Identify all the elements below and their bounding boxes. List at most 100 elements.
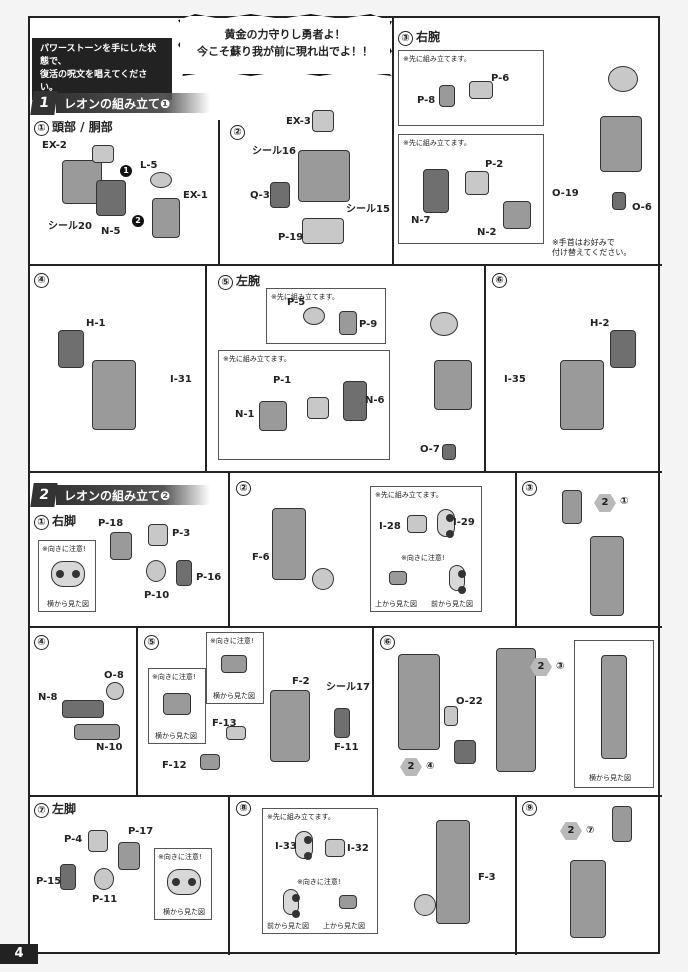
leg-cover-part (398, 654, 440, 750)
step-b5-heading: ⑤ (144, 634, 162, 650)
hand-part (442, 444, 456, 460)
part-label: P-15 (36, 876, 62, 887)
toe-part (62, 700, 104, 718)
ref-step: ④ (426, 761, 435, 772)
step-a6-heading: ⑥ (492, 272, 510, 288)
ref-step: ① (620, 496, 629, 507)
step-marker: 2 (132, 215, 144, 227)
step-b8-heading: ⑧ (236, 800, 254, 816)
divider (205, 264, 207, 472)
part-label: N-7 (411, 215, 431, 226)
orientation-box: ※向きに注意! 横から見た図 (38, 540, 96, 612)
foot-part (110, 532, 132, 560)
ref-hex: 2 (594, 494, 616, 512)
orientation-note: ※向きに注意! (152, 673, 196, 681)
part-label: P-19 (278, 232, 304, 243)
part-label: O-7 (420, 444, 440, 455)
orientation-note: ※向きに注意! (401, 554, 445, 562)
step-a1-number: ① (34, 121, 49, 136)
side-view-part (221, 655, 247, 673)
claw-part (454, 740, 476, 764)
upper-arm-part (434, 360, 472, 410)
washer-icon (449, 565, 466, 594)
divider (228, 795, 230, 955)
part-label: I-28 (379, 521, 401, 532)
part-label: EX-3 (286, 116, 311, 127)
part-label: N-10 (96, 742, 123, 753)
part-label: I-29 (453, 517, 475, 528)
divider (136, 626, 138, 796)
hand-choice-line-2: 付け替えてください。 (552, 248, 632, 257)
step-a4-heading: ④ (34, 272, 52, 288)
leg-assembly-part (496, 648, 536, 772)
arm-assembly-part (560, 360, 604, 430)
foot-part (118, 842, 140, 870)
leg-plate-part (270, 690, 310, 762)
speech-line-1: 黄金の力守りし勇者よ！ (224, 28, 346, 41)
stone-callout: パワーストーンを手にした状態で、 復活の呪文を唱えてください。 (32, 38, 172, 100)
side-view-part (163, 693, 191, 715)
divider (484, 264, 486, 472)
lower-leg-part (570, 860, 606, 938)
divider (372, 626, 374, 796)
arm-assembly-part (92, 360, 136, 430)
part-label: O-22 (456, 696, 483, 707)
top-view-part (389, 571, 407, 585)
orientation-box: ※向きに注意! 横から見た図 (154, 848, 212, 920)
orientation-note: ※向きに注意! (297, 878, 341, 886)
part-label: P-9 (359, 319, 378, 330)
section-2-banner: 2 レオンの組み立て❷ (30, 482, 211, 508)
part-label: O-8 (104, 670, 124, 681)
part-label: I-33 (275, 841, 297, 852)
part-label: シール15 (346, 204, 390, 215)
upper-leg-part (562, 490, 582, 524)
crest-part (312, 110, 334, 132)
part-label: P-10 (144, 590, 170, 601)
washer-icon (167, 869, 201, 895)
ref-step: ⑦ (586, 825, 595, 836)
claw-part (74, 724, 120, 740)
shoulder-part (343, 381, 367, 421)
preassemble-note: ※先に組み立てます。 (223, 355, 291, 363)
side-piece-part (270, 182, 290, 208)
part-label: P-17 (128, 826, 154, 837)
arm-block-part (259, 401, 287, 431)
preassemble-note: ※先に組み立てます。 (267, 813, 335, 821)
part-label: シール16 (252, 146, 296, 157)
part-label: H-1 (86, 318, 106, 329)
step-b1-title: 右脚 (52, 514, 77, 528)
preassemble-box: ※先に組み立てます。 P-8 P-6 (398, 50, 544, 126)
divider (392, 16, 394, 266)
upper-arm-part (600, 116, 642, 172)
front-view-label: 前から見た図 (267, 922, 309, 930)
shoulder-armor-part (610, 330, 636, 368)
part-label: N-6 (365, 395, 385, 406)
part-label: シール20 (48, 221, 92, 232)
side-view-label: 横から見た図 (155, 732, 197, 740)
speech-line-2: 今こそ蘇り我が前に現れ出でよ！！ (197, 45, 373, 58)
part-label: F-13 (212, 718, 237, 729)
step-b2-number: ② (236, 481, 251, 496)
part-label: N-5 (101, 226, 121, 237)
top-view-label: 上から見た図 (375, 600, 417, 608)
knee-part (148, 524, 168, 546)
step-b1-number: ① (34, 515, 49, 530)
neck-base-part (302, 218, 344, 244)
leg-frame-part (272, 508, 306, 580)
callout-line-2: 復活の呪文を唱えてください。 (40, 70, 148, 93)
part-label: I-32 (347, 843, 369, 854)
ankle-part (312, 568, 334, 590)
part-label: P-6 (491, 73, 510, 84)
ankle-part (414, 894, 436, 916)
cap-part (106, 682, 124, 700)
part-label: H-2 (590, 318, 610, 329)
preassemble-note: ※先に組み立てます。 (375, 491, 443, 499)
part-label: F-12 (162, 760, 187, 771)
section-1-title: レオンの組み立て❶ (56, 93, 211, 113)
shoulder-part (423, 169, 449, 213)
part-label: シール17 (326, 682, 370, 693)
torso-core-part (96, 180, 126, 216)
step-a6-number: ⑥ (492, 273, 507, 288)
